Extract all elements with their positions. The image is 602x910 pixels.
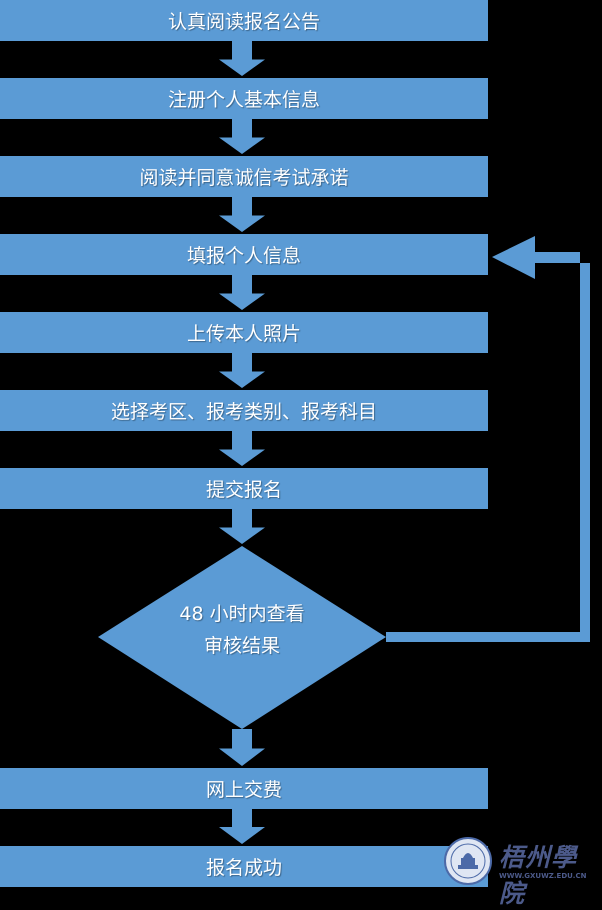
logo-url: WWW.GXUWZ.EDU.CN — [499, 872, 587, 880]
down-arrow — [219, 275, 265, 310]
step-upload-photo: 上传本人照片 — [0, 312, 488, 353]
down-arrow — [219, 729, 265, 766]
down-arrow — [219, 119, 265, 154]
decision-text: 48 小时内查看 审核结果 — [98, 598, 386, 662]
feedback-arrowhead — [492, 236, 535, 279]
step-integrity-pledge: 阅读并同意诚信考试承诺 — [0, 156, 488, 197]
flow-connectors — [98, 41, 590, 844]
feedback-loop-line — [386, 252, 590, 642]
decision-diamond — [98, 546, 386, 729]
down-arrow — [219, 353, 265, 388]
step-submit: 提交报名 — [0, 468, 488, 509]
down-arrow — [219, 41, 265, 76]
decision-line-1: 48 小时内查看 — [179, 603, 305, 625]
down-arrow — [219, 197, 265, 232]
step-success: 报名成功 — [0, 846, 488, 887]
down-arrow — [219, 431, 265, 466]
emblem-icon — [444, 837, 492, 885]
step-register: 注册个人基本信息 — [0, 78, 488, 119]
down-arrow — [219, 808, 265, 844]
step-fill-info: 填报个人信息 — [0, 234, 488, 275]
decision-line-2: 审核结果 — [203, 635, 280, 657]
step-read-announcement: 认真阅读报名公告 — [0, 0, 488, 41]
step-pay: 网上交费 — [0, 768, 488, 809]
step-select-options: 选择考区、报考类别、报考科目 — [0, 390, 488, 431]
university-logo: 梧州學院 WWW.GXUWZ.EDU.CN — [443, 836, 602, 908]
down-arrow — [219, 509, 265, 544]
